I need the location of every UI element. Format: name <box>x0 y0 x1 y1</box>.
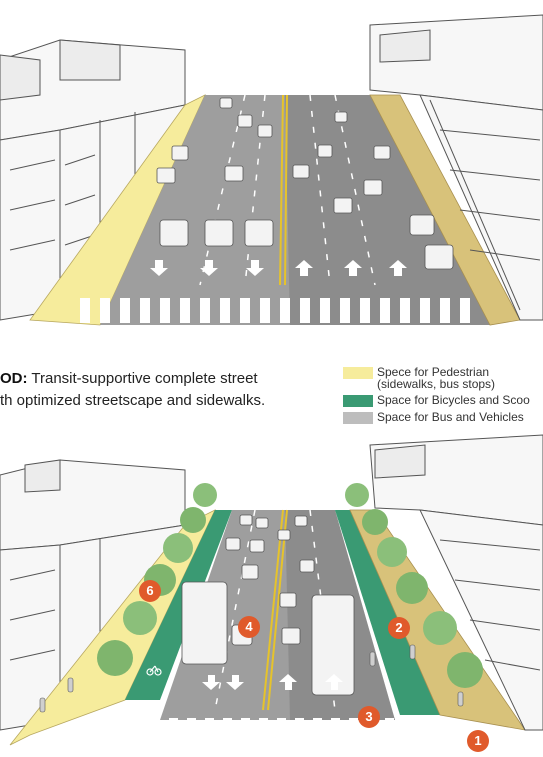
street-trees-right <box>345 483 483 688</box>
marker-3-label: 3 <box>365 709 373 724</box>
bicycle-swatch <box>343 395 373 407</box>
right-buildings-proposed <box>369 434 543 731</box>
lane-arrows <box>150 260 407 276</box>
legend-pedestrian-sublabel: (sidewalks, bus stops) <box>377 377 496 391</box>
right-buildings <box>369 14 543 321</box>
street-trees-left <box>97 483 217 676</box>
legend-bicycle-label: Space for Bicycles and Scoo <box>377 393 530 407</box>
marker-6-label: 6 <box>146 583 154 598</box>
legend-item-pedestrian: Spece for Pedestrian (sidewalks, bus sto… <box>343 366 543 390</box>
marker-4: 4 <box>238 616 260 638</box>
lane-dashes <box>199 94 376 286</box>
caption-text: Transit-supportive complete street <box>27 370 258 387</box>
center-line-a <box>279 94 284 286</box>
cars <box>156 97 454 270</box>
left-buildings <box>0 39 186 321</box>
left-bike-lane <box>125 510 232 700</box>
scenario-caption: OD: Transit-supportive complete street t… <box>0 368 335 412</box>
legend-item-vehicles: Space for Bus and Vehicles <box>343 411 543 424</box>
center-line-b <box>284 94 288 286</box>
crosswalk-proposed <box>115 718 430 740</box>
caption-label: OD: <box>0 370 28 387</box>
marker-1: 1 <box>467 730 489 752</box>
center-line-proposed-a <box>262 509 284 711</box>
marker-6: 6 <box>139 580 161 602</box>
bike-lane-symbol <box>146 665 162 676</box>
legend-item-bicycles: Space for Bicycles and Scoo <box>343 394 543 407</box>
left-buildings-proposed <box>0 459 186 731</box>
complete-street-svg <box>0 434 543 746</box>
center-line-proposed-b <box>267 509 288 711</box>
crosswalk <box>80 298 470 323</box>
caption-line-2: th optimized streetscape and sidewalks. <box>0 392 266 409</box>
marker-2-label: 2 <box>395 620 403 635</box>
legend-pedestrian-label: Spece for Pedestrian <box>377 365 490 379</box>
marker-2: 2 <box>388 617 410 639</box>
marker-4-label: 4 <box>245 619 253 634</box>
vehicle-swatch <box>343 412 373 424</box>
legend-vehicle-label: Space for Bus and Vehicles <box>377 410 524 424</box>
complete-street-illustration <box>0 430 543 757</box>
right-bike-lane <box>335 510 440 715</box>
lane-arrows-proposed <box>202 674 343 690</box>
pedestrian-swatch <box>343 367 373 379</box>
marker-1-label: 1 <box>474 733 482 748</box>
existing-street-illustration <box>0 0 543 340</box>
pedestrians <box>39 644 464 713</box>
cars-proposed <box>225 514 315 646</box>
existing-street-svg <box>0 14 543 326</box>
marker-3: 3 <box>358 706 380 728</box>
legend: Spece for Pedestrian (sidewalks, bus sto… <box>343 366 543 428</box>
buses <box>181 581 355 696</box>
